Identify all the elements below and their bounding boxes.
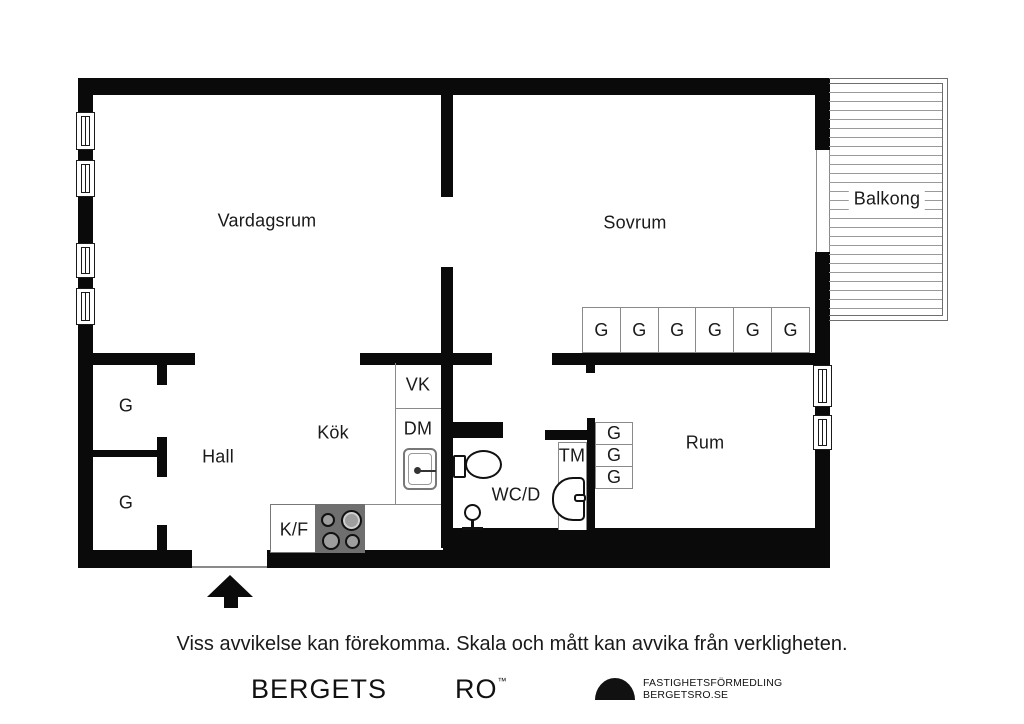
entrance-arrow-icon [207,575,253,597]
burner-icon [321,513,335,527]
wall-segment [815,407,830,415]
wall-segment [815,95,830,150]
agency-text: FASTIGHETSFÖRMEDLING BERGETSRO.SE [643,677,783,701]
window-icon [76,288,95,325]
wall-segment [441,267,453,548]
fixture-label-tm: TM [558,445,586,466]
window-pane [80,247,90,274]
window-icon [813,415,832,450]
burner-icon [345,534,360,549]
wall-segment [78,197,93,243]
faucet-spout [420,470,436,472]
wall-segment [157,437,167,477]
brand-dome-icon [595,678,635,700]
rum-closet-column: G G G [595,422,633,489]
wall-segment [92,450,167,457]
wall-segment [267,550,443,568]
wall-segment [441,95,453,197]
wall-segment [78,550,192,568]
wall-segment [92,353,195,365]
agency-line1: FASTIGHETSFÖRMEDLING [643,677,783,689]
shower-icon [464,504,481,521]
window-icon [813,365,832,407]
brand-word-bergets: BERGETS [251,674,388,704]
sovrum-closet-row: G G G G G G [582,307,810,353]
burner-icon [341,510,362,531]
balcony-door-line [816,150,817,252]
window-pane [80,164,90,193]
stove-icon [315,504,365,553]
closet-g: G [595,466,633,489]
wall-segment [552,353,830,365]
closet-g: G [733,307,773,353]
window-icon [76,243,95,278]
wall-segment [453,422,503,438]
closet-g: G [771,307,810,353]
sink-basin [408,453,432,485]
window-pane [817,419,827,446]
closet-g: G [582,307,621,353]
wall-segment [157,525,167,550]
closet-label-g: G [118,492,134,513]
room-label-wcd: WC/D [491,484,541,505]
room-label-sovrum: Sovrum [603,212,667,233]
closet-g: G [695,307,735,353]
fixture-label-kf: K/F [279,519,309,540]
faucet-icon [414,467,421,474]
wall-segment [78,150,93,160]
window-icon [76,160,95,197]
window-pane [80,292,90,321]
wall-segment [78,325,93,568]
wall-segment [360,353,492,365]
fixture-label-vk: VK [405,374,431,395]
wall-segment [78,278,93,288]
burner-icon [322,532,340,550]
entrance-threshold-line [192,566,267,568]
entrance-arrow-stem [224,596,238,608]
wall-segment [443,528,830,568]
washing-machine-handle [574,494,586,502]
room-label-rum: Rum [685,432,725,453]
closet-g: G [595,444,633,467]
agency-line2: BERGETSRO.SE [643,688,729,701]
closet-g: G [595,422,633,445]
counter-line [396,408,441,409]
wall-segment [78,78,93,112]
wall-segment [586,365,595,373]
wall-segment [815,450,830,568]
room-label-balkong: Balkong [848,187,926,211]
toilet-bowl-icon [465,450,502,479]
brand-word-ro: RO™ [455,674,507,705]
closet-label-g: G [118,395,134,416]
window-pane [817,369,827,403]
window-icon [76,112,95,150]
room-label-vardagsrum: Vardagsrum [217,210,317,231]
wall-segment [587,418,595,530]
toilet-icon [453,455,466,478]
closet-g: G [657,307,697,353]
sink-icon [403,448,437,490]
closet-g: G [619,307,659,353]
shower-base [462,527,483,530]
room-label-hall: Hall [202,446,234,467]
wall-segment [157,365,167,385]
fixture-label-dm: DM [403,418,433,439]
window-pane [80,116,90,146]
room-label-kok: Kök [317,422,349,443]
balcony-deck: Balkong [829,78,948,321]
wall-segment [815,252,830,365]
counter-line [395,363,396,504]
wall-segment [545,430,587,440]
disclaimer-text: Viss avvikelse kan förekomma. Skala och … [176,633,848,655]
wall-segment [78,78,830,95]
trademark-symbol: ™ [497,676,507,686]
brand-ro-text: RO [455,674,498,704]
shower-stem [471,520,474,528]
